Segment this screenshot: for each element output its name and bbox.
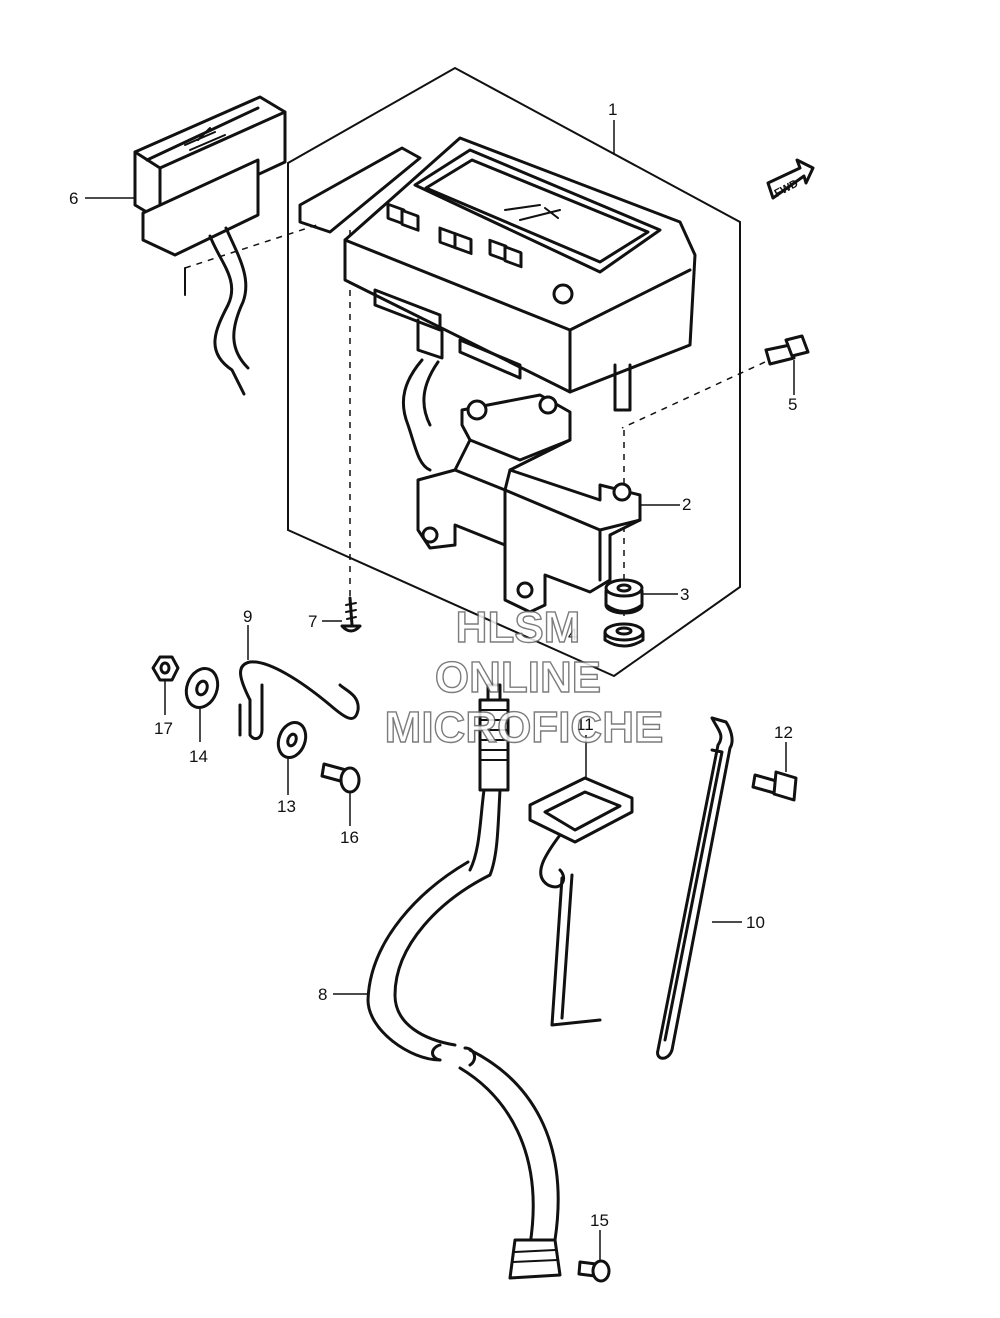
mounting-bracket-2: [416, 393, 642, 614]
callout-4: 4: [568, 625, 577, 644]
connector-housing-6: [133, 95, 287, 396]
alignment-line-5: [621, 361, 766, 429]
speedometer-cable-8: [366, 683, 562, 1280]
callout-2: 2: [682, 495, 691, 514]
screw-15: [577, 1259, 611, 1283]
watermark-line-1: HLSM: [456, 603, 581, 652]
callout-10: 10: [746, 913, 765, 932]
callout-15: 15: [590, 1211, 609, 1230]
screw-16: [320, 762, 361, 794]
callout-16: 16: [340, 828, 359, 847]
callout-13: 13: [277, 797, 296, 816]
bolt-5: [764, 334, 810, 366]
nut-17: [151, 655, 180, 682]
callout-17: 17: [154, 719, 173, 738]
washer-14: [184, 667, 220, 709]
speedometer-unit-1: [298, 136, 697, 472]
callout-11: 11: [576, 715, 594, 734]
callout-12: 12: [774, 723, 793, 742]
forward-direction-badge: FWD: [766, 158, 815, 200]
callout-14: 14: [189, 747, 208, 766]
clamp-10: [656, 716, 734, 1060]
clamp-11: [528, 776, 634, 1027]
callout-8: 8: [318, 985, 327, 1004]
callout-1: 1: [608, 100, 617, 119]
watermark: HLSM ONLINE MICROFICHE: [384, 602, 664, 752]
callout-3: 3: [680, 585, 689, 604]
bolt-12: [751, 770, 798, 802]
watermark-line-3: MICROFICHE: [385, 703, 664, 752]
watermark-line-2: ONLINE: [435, 653, 601, 702]
callout-5: 5: [788, 395, 797, 414]
callout-6: 6: [69, 189, 78, 208]
grommet-3: [604, 578, 644, 615]
callout-9: 9: [243, 607, 252, 626]
collar-4: [603, 622, 645, 648]
leader-lines: [85, 120, 795, 1260]
assembly-outline-box: [287, 66, 741, 678]
callout-7: 7: [308, 612, 317, 631]
washer-13: [276, 721, 308, 759]
wire-clamp-9: [238, 660, 360, 741]
screw-7: [340, 596, 362, 633]
